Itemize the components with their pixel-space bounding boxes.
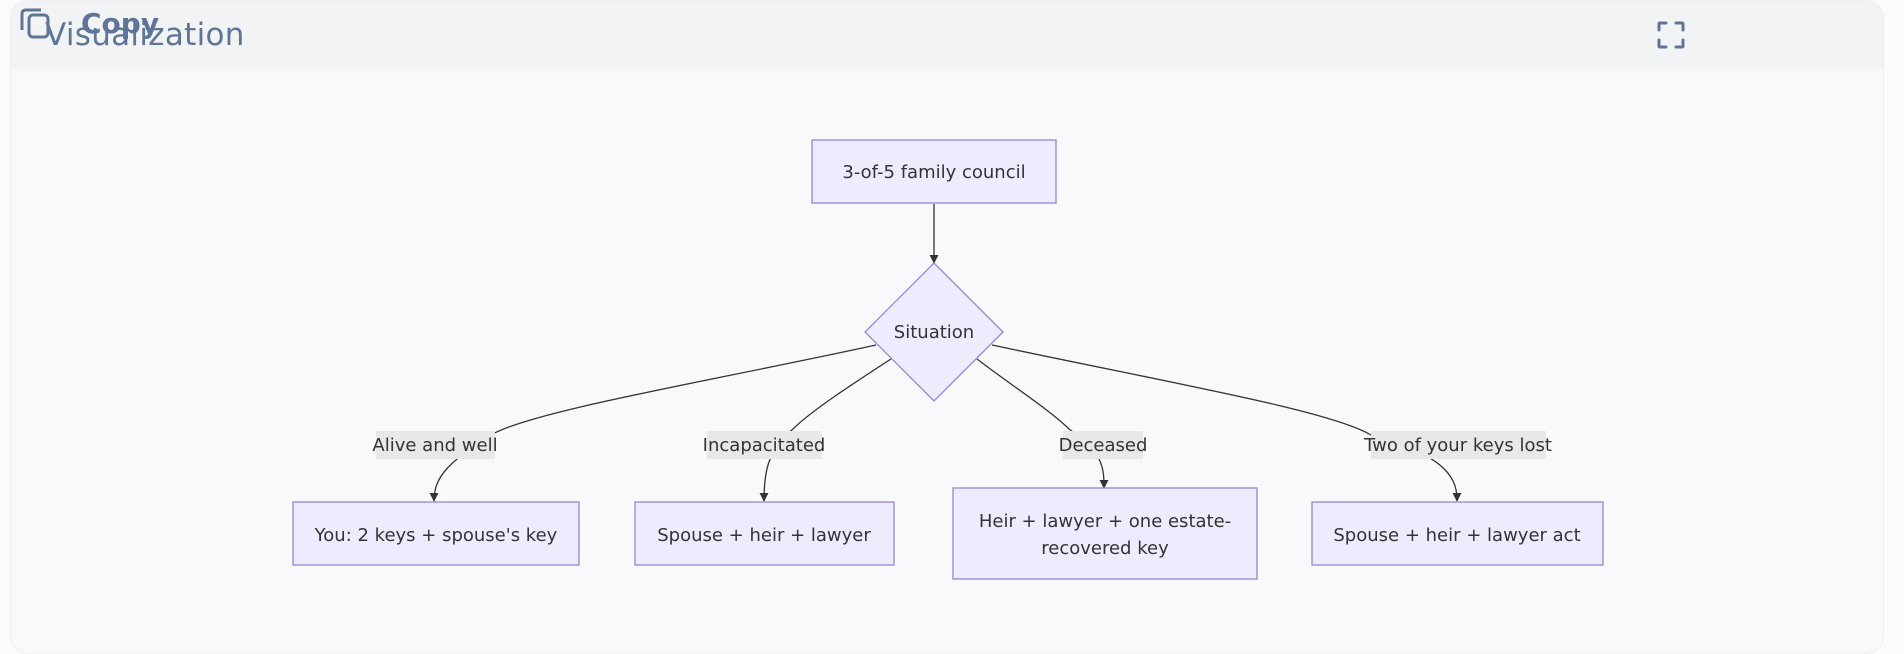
edge-label-keys-lost: Two of your keys lost: [1363, 431, 1552, 459]
edge-label-alive: Alive and well: [372, 431, 498, 459]
visualization-card: Visualization Copy: [10, 0, 1884, 654]
edge-keys-lost: [991, 344, 1462, 502]
node-outcome-alive: You: 2 keys + spouse's key: [292, 501, 580, 566]
edge-label-deceased-text: Deceased: [1059, 435, 1148, 456]
card-header: Visualization Copy: [11, 1, 1883, 69]
node-outcome-keys-lost: Spouse + heir + lawyer act: [1311, 501, 1604, 566]
node-outcome-incapacitated: Spouse + heir + lawyer: [634, 501, 895, 566]
edge-label-incapacitated-text: Incapacitated: [703, 435, 826, 456]
edge-alive: [429, 344, 877, 502]
card-title: Visualization: [45, 17, 245, 53]
copy-label: Copy: [81, 7, 160, 40]
node-family-council-label: 3-of-5 family council: [842, 162, 1025, 183]
edge-label-incapacitated: Incapacitated: [703, 431, 826, 459]
node-outcome-alive-label: You: 2 keys + spouse's key: [314, 525, 558, 546]
node-outcome-deceased-label-line1: Heir + lawyer + one estate-: [979, 511, 1231, 532]
copy-button[interactable]: Copy: [11, 1, 159, 45]
edge-deceased: [976, 358, 1109, 489]
node-outcome-keys-lost-label: Spouse + heir + lawyer act: [1333, 525, 1580, 546]
node-outcome-deceased-label-line2: recovered key: [1041, 538, 1169, 559]
node-outcome-deceased: Heir + lawyer + one estate- recovered ke…: [952, 487, 1258, 580]
node-situation: Situation: [864, 262, 1004, 402]
edge-label-keys-lost-text: Two of your keys lost: [1363, 435, 1552, 456]
expand-icon: [1657, 21, 1685, 49]
node-family-council: 3-of-5 family council: [811, 139, 1057, 204]
edge-label-alive-text: Alive and well: [372, 435, 497, 456]
expand-button[interactable]: [1651, 15, 1691, 55]
node-situation-label: Situation: [894, 322, 974, 343]
copy-icon: [20, 8, 50, 39]
node-outcome-incapacitated-label: Spouse + heir + lawyer: [657, 525, 871, 546]
flowchart: 3-of-5 family council Situation Alive an…: [292, 139, 1604, 580]
edge-incapacitated: [759, 358, 892, 502]
edge-label-deceased: Deceased: [1059, 431, 1148, 459]
